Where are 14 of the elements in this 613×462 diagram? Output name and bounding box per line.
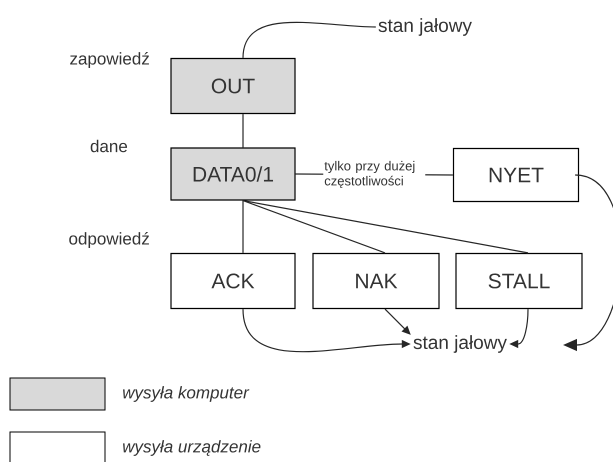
row-label: zapowiedź	[70, 52, 149, 68]
legend-text: wysyła urządzenie	[123, 440, 260, 456]
state-box: NAK	[312, 252, 440, 310]
legend-text: wysyła komputer	[123, 386, 250, 402]
edge-label: tylko przy dużej częstotliwości	[323, 160, 426, 190]
state-box: STALL	[455, 252, 583, 310]
row-label: dane	[90, 140, 128, 152]
state-label: stan jałowy	[378, 18, 472, 36]
state-box: ACK	[170, 252, 296, 310]
state-box: DATA0/1	[170, 147, 296, 201]
row-label: odpowiedź	[69, 232, 149, 248]
state-box: OUT	[170, 58, 296, 114]
state-label: stan jałowy	[414, 335, 507, 353]
state-box: NYET	[452, 148, 580, 202]
